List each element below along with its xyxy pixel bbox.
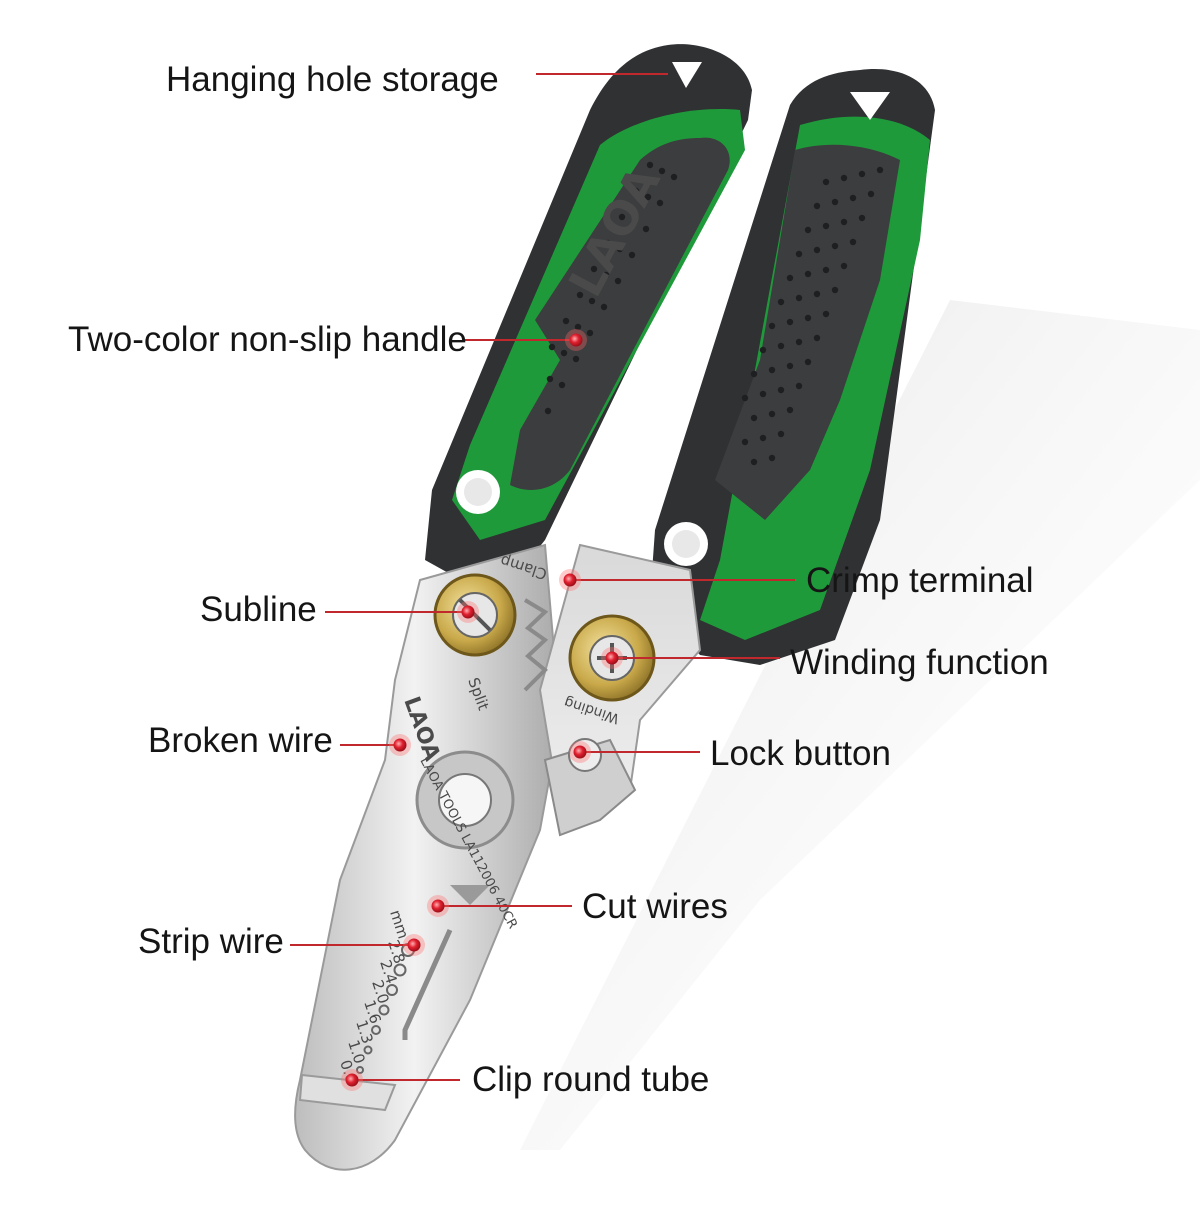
callout-dot-broken-wire (393, 738, 407, 752)
right-handle (650, 69, 935, 666)
label-crimp-terminal: Crimp terminal (806, 561, 1034, 600)
label-clip-round-tube: Clip round tube (472, 1060, 710, 1099)
callout-dot-subline (461, 605, 475, 619)
gauge-hole (363, 1045, 373, 1055)
callout-dot-handle (569, 333, 583, 347)
label-strip-wire: Strip wire (138, 922, 284, 961)
hanging-hole-left (672, 62, 702, 88)
label-lock-button: Lock button (710, 734, 891, 773)
gauge-hole (356, 1066, 364, 1074)
label-two-color-handle: Two-color non-slip handle (68, 320, 467, 359)
drop-shadow (520, 300, 1200, 1150)
hanging-hole-right (850, 92, 890, 120)
gauge-hole (393, 963, 407, 977)
callout-dot-winding (605, 651, 619, 665)
label-cut-wires: Cut wires (582, 887, 728, 926)
label-subline: Subline (200, 590, 317, 629)
callout-dot-strip-wire (407, 938, 421, 952)
gauge-hole (378, 1004, 390, 1016)
callout-dot-crimp (563, 573, 577, 587)
gauge-hole (371, 1025, 381, 1035)
gauge-hole (386, 984, 398, 996)
left-handle: LAOA (425, 44, 752, 585)
brass-screw-split (433, 573, 517, 657)
label-broken-wire: Broken wire (148, 721, 333, 760)
label-hanging-hole-storage: Hanging hole storage (166, 60, 499, 99)
callout-dot-cut-wires (431, 899, 445, 913)
callout-dot-clip-round-tube (345, 1073, 359, 1087)
label-winding-function: Winding function (790, 643, 1049, 682)
callout-dot-lock-button (573, 745, 587, 759)
